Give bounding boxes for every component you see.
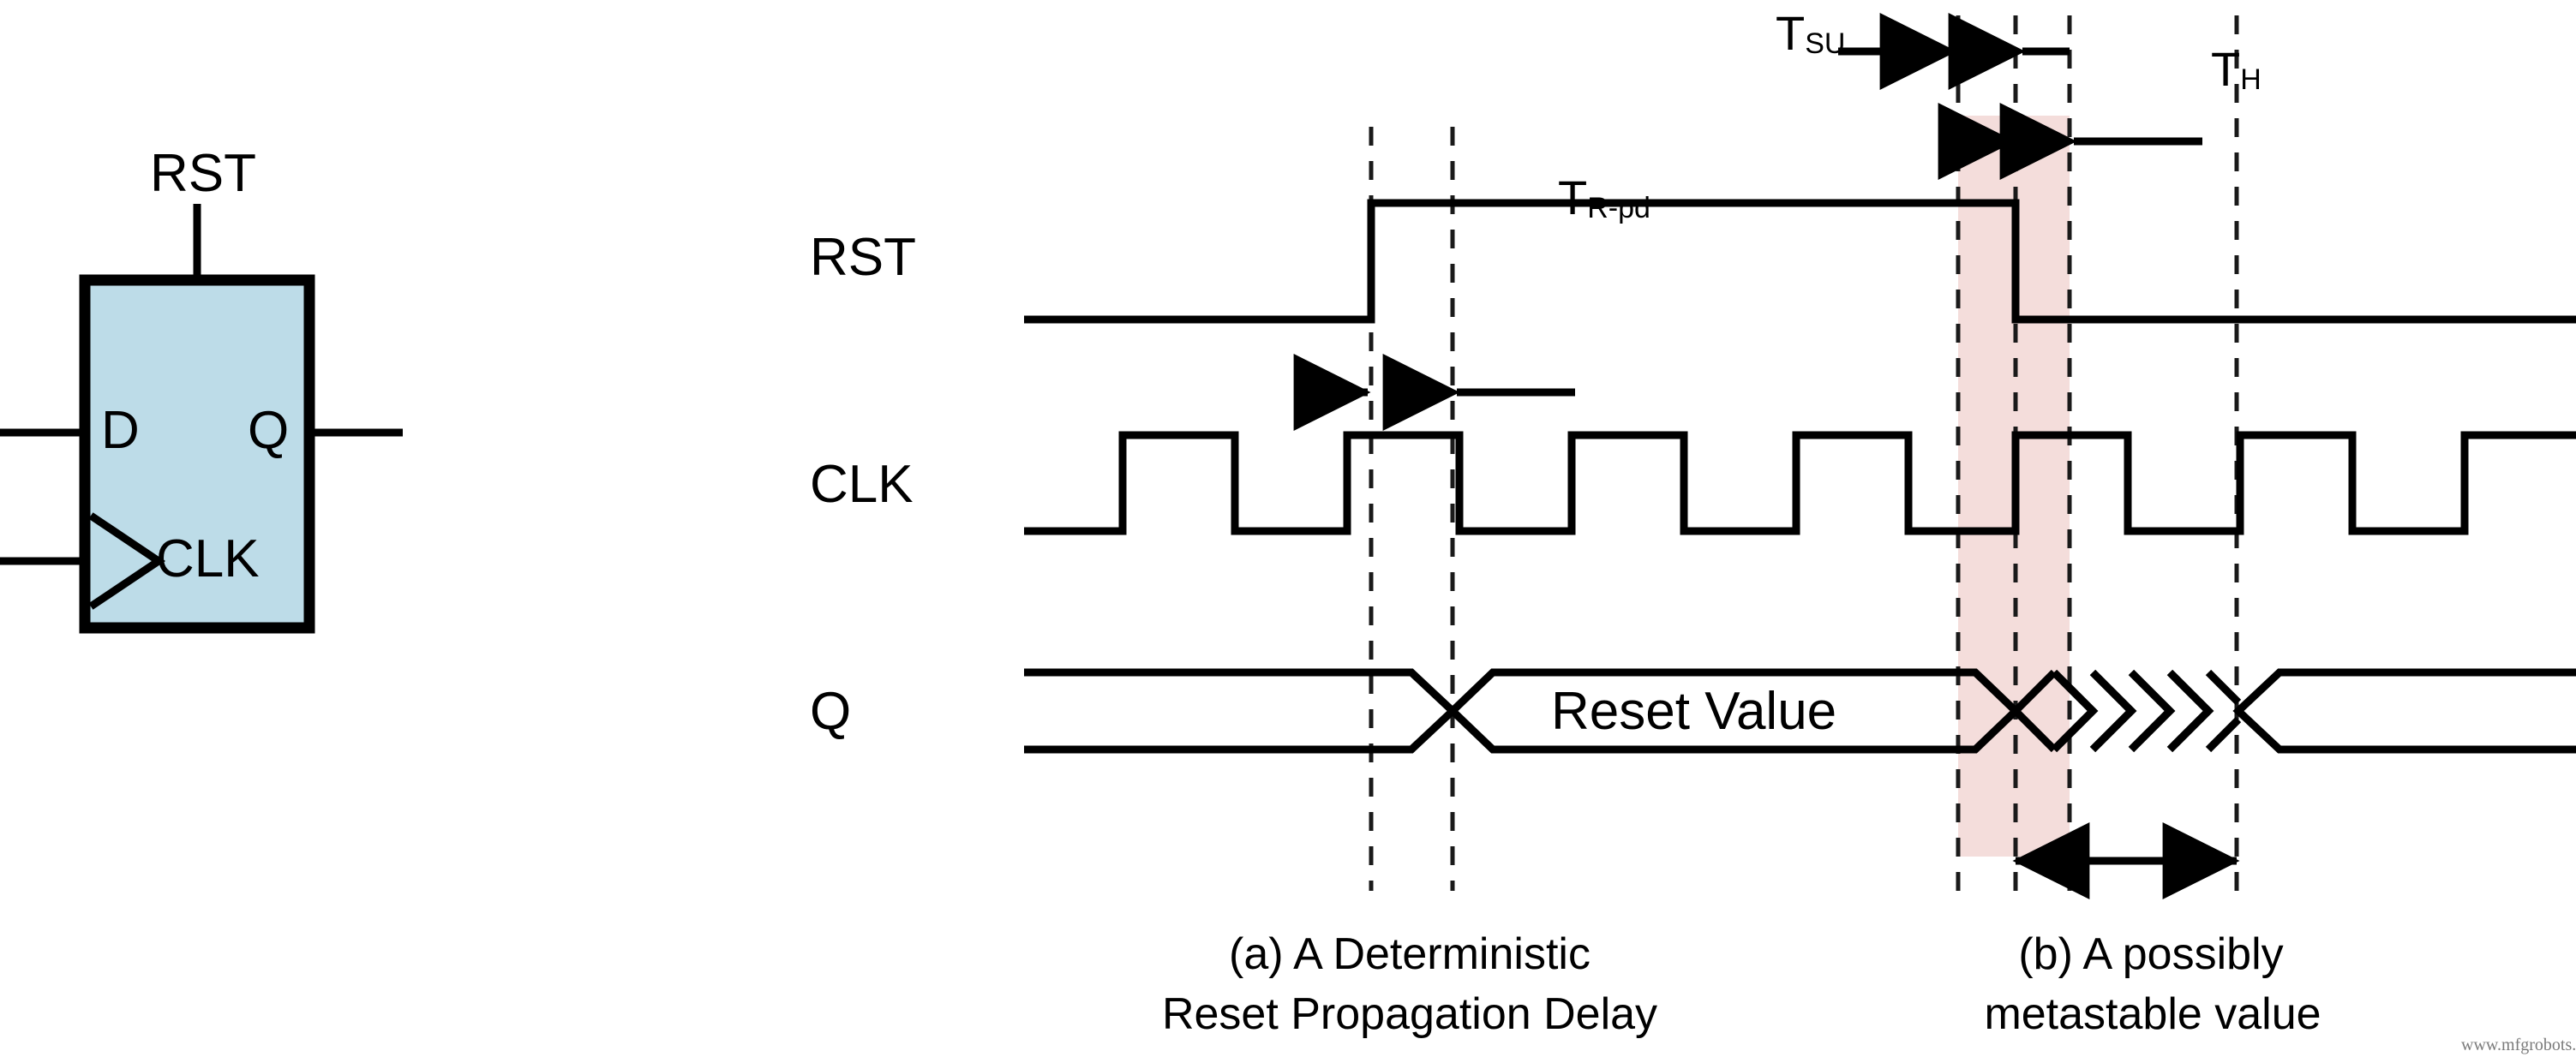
clk-waveform [1024,431,2576,535]
caption-a-line1: (a) A Deterministic [1229,929,1591,979]
t-h-label-sub: H [2240,63,2261,97]
q-reset-value-text: Reset Value [1551,682,1837,741]
t-rpd-label-main: T [1558,170,1588,224]
q-metastable-crosshatch [2012,669,2242,753]
xhatch-b2 [2089,669,2137,753]
xhatch-a3 [2128,669,2176,753]
caption-b-line1: (b) A possibly [2018,929,2284,979]
dashed-reference-lines [1369,15,2239,891]
watermark: www.mfgrobots.com [2461,1036,2576,1054]
caption-a-line2: Reset Propagation Delay [1161,989,1658,1039]
xhatch-b1 [2051,669,2099,753]
t-su-label-main: T [1776,6,1806,60]
ff-rst-pin-label: RST [150,144,256,203]
signal-label-q: Q [810,682,852,741]
rst-waveform [1024,199,2576,324]
xhatch-b3 [2128,669,2176,753]
t-su-label: TSU [1776,5,1845,61]
ff-clk-pin-label: CLK [156,529,260,588]
xhatch-b4 [2166,669,2214,753]
q-segment-final [2232,668,2576,754]
t-rpd-label-sub: R-pd [1587,192,1650,225]
caption-b-line2: metastable value [1984,989,2321,1039]
xhatch-up-1 [2012,708,2058,753]
xhatch-down-1 [2012,669,2058,714]
q-waveform [1024,668,2576,754]
q-segment-initial [1024,668,1459,754]
xhatch-a2 [2089,669,2137,753]
xhatch-b5 [2205,716,2242,753]
t-h-label: TH [2211,41,2261,97]
clock-edge-triangle-icon [88,512,166,610]
signal-label-clk: CLK [810,455,914,514]
t-h-label-main: T [2211,42,2241,96]
xhatch-a5 [2205,669,2242,706]
signal-label-rst: RST [810,228,916,287]
ff-q-pin-label: Q [248,401,290,460]
flip-flop-body [79,274,315,634]
ff-d-pin-label: D [101,401,140,460]
t-su-label-sub: SU [1805,27,1846,61]
t-rpd-label: TR-pd [1558,170,1650,225]
xhatch-a4 [2166,669,2214,753]
xhatch-a1 [2051,669,2099,753]
